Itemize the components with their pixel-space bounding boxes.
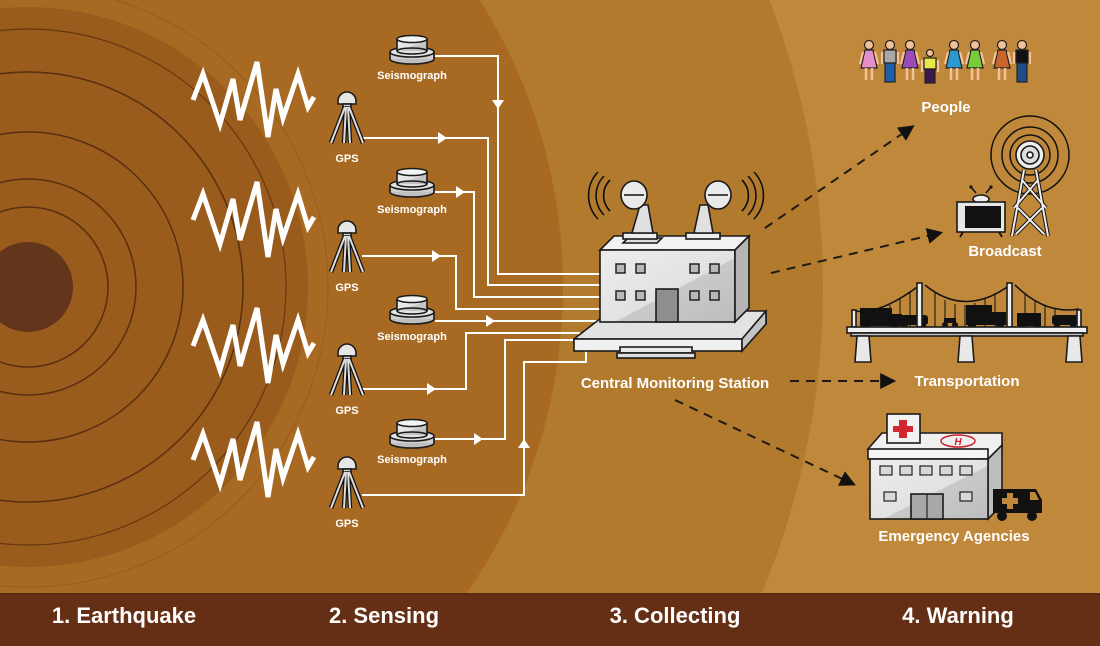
wire-gps-1 xyxy=(362,137,600,286)
seismograph-icon xyxy=(389,167,435,198)
arrow-to-people xyxy=(764,125,915,229)
broadcast-label: Broadcast xyxy=(968,243,1041,260)
helipad-h: H xyxy=(954,437,962,448)
seismograph-2: Seismograph xyxy=(377,167,447,216)
seismograph-icon xyxy=(389,294,435,325)
seismograph-label: Seismograph xyxy=(377,204,447,216)
stage-sensing: 2. Sensing xyxy=(329,603,439,628)
seismograph-1: Seismograph xyxy=(377,34,447,82)
people-target: People xyxy=(858,39,1032,116)
gps-label: GPS xyxy=(335,518,358,530)
broadcast-tower-icon xyxy=(990,115,1070,237)
transportation-target: Transportation xyxy=(846,282,1088,390)
seismograph-icon xyxy=(389,418,435,449)
stage-collecting: 3. Collecting xyxy=(610,603,741,628)
bg-ring-1 xyxy=(0,7,308,567)
gps-3: GPS xyxy=(331,344,363,417)
gps-label: GPS xyxy=(335,405,358,417)
warning-arrows xyxy=(674,125,944,486)
wire-seismograph-2 xyxy=(435,191,600,298)
stage-footer: 1. Earthquake 2. Sensing 3. Collecting 4… xyxy=(0,593,1100,646)
data-wires xyxy=(362,55,600,496)
gps-label: GPS xyxy=(335,282,358,294)
seismograph-3: Seismograph xyxy=(377,294,447,343)
seismograph-label: Seismograph xyxy=(377,454,447,466)
transportation-label: Transportation xyxy=(914,373,1019,390)
satellite-dish-right-icon xyxy=(704,171,765,220)
gps-1: GPS xyxy=(331,92,363,165)
bridge-traffic-icon xyxy=(846,282,1088,363)
person-figure xyxy=(899,39,921,80)
person-figure xyxy=(920,48,940,84)
hospital-icon: H xyxy=(866,413,1003,521)
seismograph-label: Seismograph xyxy=(377,70,447,82)
arrow-to-broadcast xyxy=(770,228,944,274)
tv-icon xyxy=(956,185,1006,238)
ambulance-icon xyxy=(993,489,1042,521)
emergency-target: H Emergency Agencies xyxy=(866,413,1042,545)
stage-earthquake: 1. Earthquake xyxy=(52,603,196,628)
station-building-icon xyxy=(573,204,767,359)
emergency-label: Emergency Agencies xyxy=(878,528,1029,545)
arrow-to-emergency xyxy=(674,399,856,486)
gps-4: GPS xyxy=(331,457,363,530)
wire-gps-4 xyxy=(362,350,587,496)
wire-gps-2 xyxy=(362,255,600,310)
people-label: People xyxy=(921,99,970,116)
seismograph-icon xyxy=(389,34,435,65)
person-figure xyxy=(991,39,1013,80)
people-icon xyxy=(858,39,1032,84)
station-label: Central Monitoring Station xyxy=(581,375,769,392)
person-figure xyxy=(943,39,965,80)
central-monitoring-station: Central Monitoring Station xyxy=(573,171,769,392)
gps-2: GPS xyxy=(331,221,363,294)
broadcast-target: Broadcast xyxy=(956,115,1070,260)
person-figure xyxy=(880,39,900,83)
person-figure xyxy=(858,39,880,80)
wire-seismograph-1 xyxy=(435,55,600,275)
person-figure xyxy=(964,39,986,80)
seismograph-4: Seismograph xyxy=(377,418,447,466)
person-figure xyxy=(1012,39,1032,83)
wire-gps-3 xyxy=(362,332,580,390)
gps-label: GPS xyxy=(335,153,358,165)
wire-seismograph-4 xyxy=(435,339,580,440)
satellite-dish-left-icon xyxy=(587,171,648,220)
red-cross-icon xyxy=(893,420,913,438)
stage-warning: 4. Warning xyxy=(902,603,1014,628)
epicenter xyxy=(0,242,73,332)
station-door xyxy=(655,288,679,323)
seismograph-label: Seismograph xyxy=(377,331,447,343)
footer-band xyxy=(0,593,1100,646)
